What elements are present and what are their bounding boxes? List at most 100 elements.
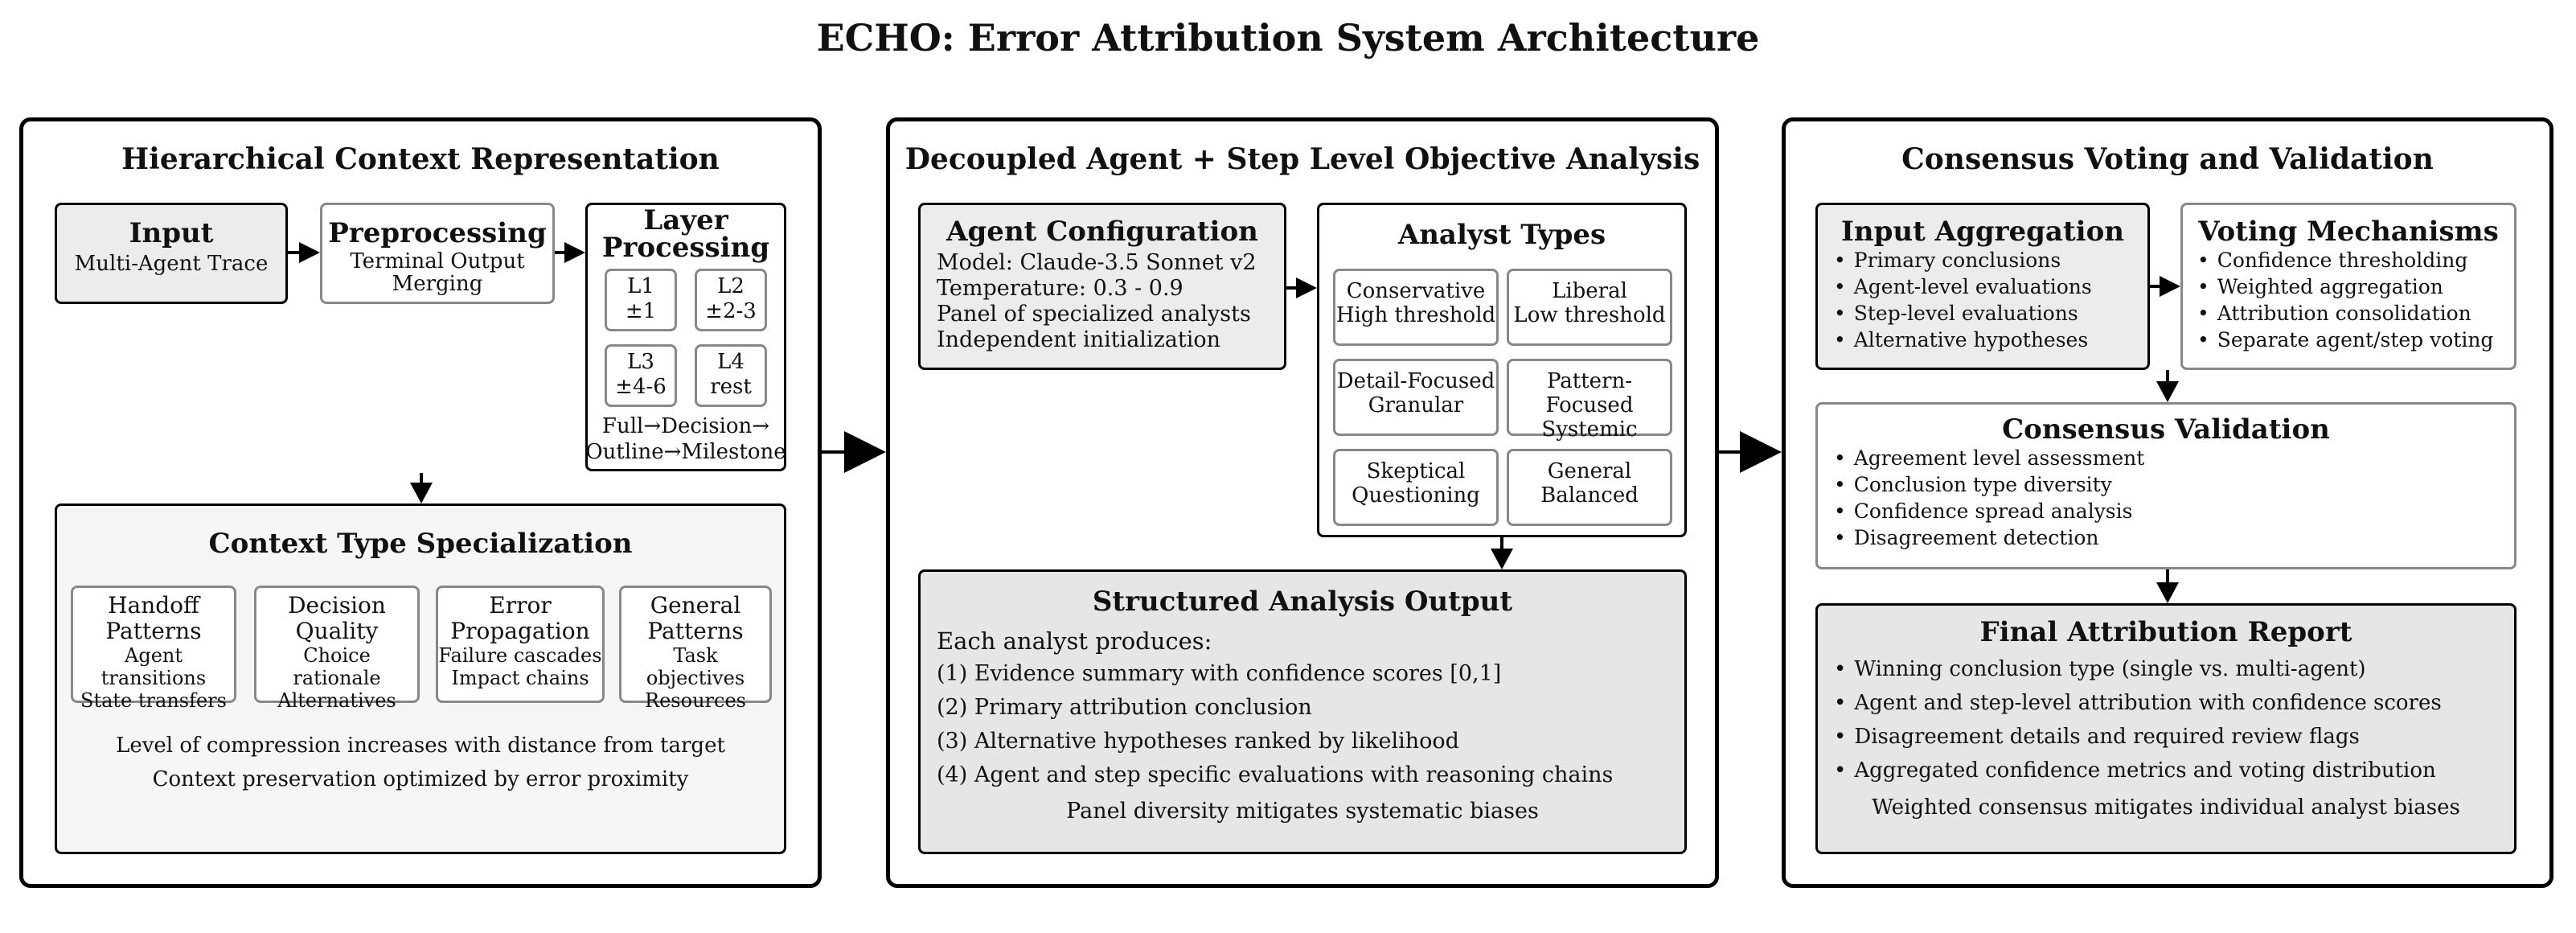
context-item-error: Error Propagation Failure cascades Impac… <box>436 586 605 703</box>
voting-mechanisms-title: Voting Mechanisms <box>2198 216 2499 248</box>
voting-item: Confidence thresholding <box>2197 247 2514 273</box>
analysis-output-item: (4) Agent and step specific evaluations … <box>937 762 1614 787</box>
context-item-heading-2: Patterns <box>647 618 744 644</box>
report-item: Winning conclusion type (single vs. mult… <box>1834 652 2514 686</box>
analyst-type-name: Liberal <box>1552 279 1627 303</box>
final-report-note: Weighted consensus mitigates individual … <box>1872 795 2460 820</box>
analysis-output-item: (1) Evidence summary with confidence sco… <box>937 661 1502 686</box>
analyst-conservative: Conservative High threshold <box>1333 269 1499 346</box>
analysis-output-note: Panel diversity mitigates systematic bia… <box>1066 799 1539 824</box>
analyst-type-desc: Systemic <box>1541 417 1638 442</box>
layer-cell-range: ±2-3 <box>705 299 757 323</box>
analyst-type-name: Pattern-Focused <box>1545 369 1634 417</box>
layer-cell-name: L2 <box>717 274 744 298</box>
input-aggregation-title: Input Aggregation <box>1841 216 2124 248</box>
analysis-output-item: (2) Primary attribution conclusion <box>937 695 1312 720</box>
analyst-types-title: Analyst Types <box>1397 219 1606 251</box>
layer-cell-range: ±1 <box>625 299 657 323</box>
layer-cell-name: L1 <box>627 274 654 298</box>
context-item-heading-2: Patterns <box>105 618 202 644</box>
input-box: Input Multi-Agent Trace <box>55 203 288 304</box>
report-item: Agent and step-level attribution with co… <box>1834 686 2514 720</box>
preprocessing-line1: Terminal Output <box>350 249 525 273</box>
arrowhead-types-to-output <box>1491 549 1513 569</box>
agent-config-line: Panel of specialized analysts <box>937 302 1251 327</box>
context-item-sub-1: Task objectives <box>646 644 745 689</box>
analysis-output-item: (3) Alternative hypotheses ranked by lik… <box>937 729 1459 754</box>
analyst-type-desc: Granular <box>1368 393 1464 417</box>
analyst-skeptical: Skeptical Questioning <box>1333 449 1499 526</box>
final-attribution-report-box: Final Attribution Report Winning conclus… <box>1815 603 2517 854</box>
arrowhead-panel1-to-panel2 <box>844 431 886 473</box>
context-item-sub-2: Alternatives <box>277 689 396 712</box>
arrowhead-preprocessing-to-layer <box>564 242 585 263</box>
panel-title-analysis: Decoupled Agent + Step Level Objective A… <box>904 142 1700 176</box>
arrowhead-aggregation-to-voting <box>2160 276 2180 297</box>
analyst-detail-focused: Detail-Focused Granular <box>1333 359 1499 436</box>
aggregation-item: Step-level evaluations <box>1834 300 2147 327</box>
agent-config-title: Agent Configuration <box>946 216 1258 248</box>
input-title: Input <box>129 217 214 249</box>
context-note-1: Level of compression increases with dist… <box>116 734 725 758</box>
page-title: ECHO: Error Attribution System Architect… <box>816 16 1760 60</box>
aggregation-item: Alternative hypotheses <box>1834 327 2147 353</box>
arrowhead-layer-to-context <box>410 483 433 503</box>
preprocessing-box: Preprocessing Terminal Output Merging <box>320 203 555 304</box>
layer-processing-footer: Full→Decision→ Outline→Milestone <box>585 413 786 465</box>
panel-title-consensus: Consensus Voting and Validation <box>1901 142 2434 176</box>
validation-item: Conclusion type diversity <box>1834 471 2514 498</box>
analyst-liberal: Liberal Low threshold <box>1507 269 1672 346</box>
arrowhead-panel2-to-panel3 <box>1740 431 1782 473</box>
agent-config-line: Temperature: 0.3 - 0.9 <box>937 276 1183 301</box>
consensus-validation-box: Consensus Validation Agreement level ass… <box>1815 402 2517 569</box>
validation-item: Agreement level assessment <box>1834 445 2514 471</box>
analysis-output-intro: Each analyst produces: <box>937 627 1212 655</box>
preprocessing-title: Preprocessing <box>328 217 547 249</box>
arrowhead-validation-to-report <box>2156 582 2179 603</box>
layer-cell-name: L4 <box>717 350 744 374</box>
context-item-decision: Decision Quality Choice rationale Altern… <box>254 586 420 712</box>
voting-item: Separate agent/step voting <box>2197 327 2514 353</box>
layer-cell-range: rest <box>710 375 752 399</box>
context-item-handoff: Handoff Patterns Agent transitions State… <box>71 586 236 712</box>
context-item-heading-2: Propagation <box>450 618 590 644</box>
voting-mechanisms-box: Voting Mechanisms Confidence thresholdin… <box>2180 203 2517 370</box>
context-item-heading-1: General <box>650 592 741 619</box>
layer-cell-l2: L2 ±2-3 <box>695 269 767 331</box>
layer-processing-title-1: Layer <box>643 204 728 236</box>
voting-item: Weighted aggregation <box>2197 273 2514 300</box>
layer-cell-l1: L1 ±1 <box>605 269 677 331</box>
layer-footer-line2: Outline→Milestone <box>585 440 786 464</box>
context-item-sub-1: Agent transitions <box>100 644 207 689</box>
arrowhead-config-to-types <box>1296 277 1317 298</box>
context-item-sub-2: Impact chains <box>451 667 589 689</box>
agent-configuration-box: Agent Configuration Model: Claude-3.5 So… <box>918 203 1286 370</box>
context-item-sub-1: Choice rationale <box>293 644 381 689</box>
analyst-type-name: Detail-Focused <box>1336 369 1495 393</box>
input-aggregation-box: Input Aggregation Primary conclusions Ag… <box>1815 203 2150 370</box>
arrowhead-voting-to-validation <box>2156 381 2179 402</box>
analyst-type-name: Conservative <box>1346 279 1486 303</box>
context-item-sub-1: Failure cascades <box>438 644 602 667</box>
context-type-title: Context Type Specialization <box>208 528 633 560</box>
arrowhead-input-to-preprocessing <box>299 242 320 263</box>
input-subtitle: Multi-Agent Trace <box>74 252 269 276</box>
final-report-title: Final Attribution Report <box>1979 616 2352 648</box>
structured-analysis-output-box: Structured Analysis Output Each analyst … <box>918 569 1687 854</box>
analyst-type-desc: High threshold <box>1335 303 1496 327</box>
report-item: Aggregated confidence metrics and voting… <box>1834 754 2514 787</box>
aggregation-item: Primary conclusions <box>1834 247 2147 273</box>
agent-config-line: Model: Claude-3.5 Sonnet v2 <box>937 250 1257 275</box>
context-notes: Level of compression increases with dist… <box>55 729 786 796</box>
layer-cell-name: L3 <box>627 350 654 374</box>
aggregation-item: Agent-level evaluations <box>1834 273 2147 300</box>
layer-cell-l4: L4 rest <box>695 344 767 407</box>
context-item-heading-1: Decision <box>288 592 386 619</box>
analyst-type-desc: Questioning <box>1352 483 1480 508</box>
analyst-type-desc: Low threshold <box>1513 303 1666 327</box>
layer-cell-l3: L3 ±4-6 <box>605 344 677 407</box>
analyst-type-name: Skeptical <box>1366 459 1466 483</box>
consensus-validation-title: Consensus Validation <box>2002 413 2330 446</box>
layer-processing-title-2: Processing <box>601 232 770 264</box>
preprocessing-line2: Merging <box>392 272 483 296</box>
